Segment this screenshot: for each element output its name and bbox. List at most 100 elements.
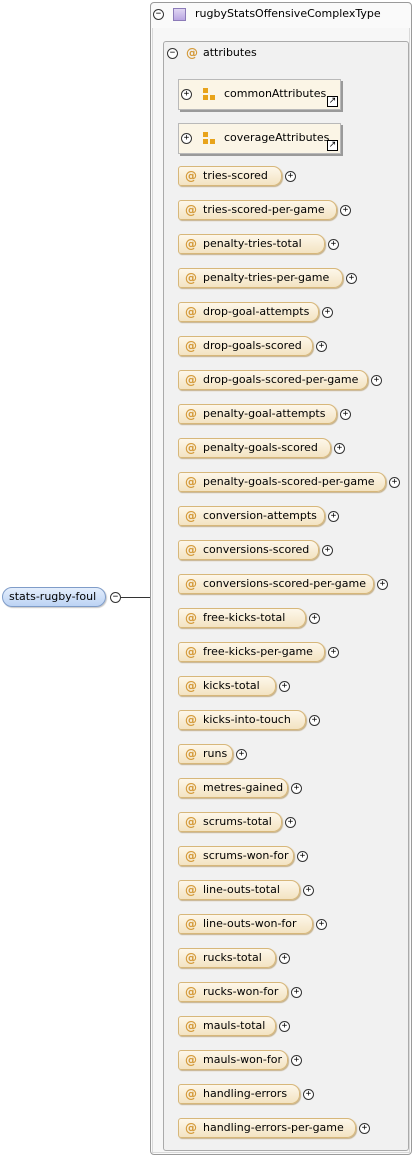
group-expand-toggle[interactable]: + bbox=[181, 133, 192, 144]
attribute-drop-goals-scored-per-game[interactable]: @drop-goals-scored-per-game bbox=[178, 370, 368, 390]
attribute-free-kicks-per-game[interactable]: @free-kicks-per-game bbox=[178, 642, 325, 662]
attribute-expand-toggle[interactable]: + bbox=[285, 171, 296, 182]
attribute-drop-goals-scored[interactable]: @drop-goals-scored bbox=[178, 336, 313, 356]
attribute-handling-errors[interactable]: @handling-errors bbox=[178, 1084, 300, 1104]
attribute-group-label: commonAttributes bbox=[224, 87, 327, 100]
attribute-at-icon: @ bbox=[185, 305, 197, 319]
attribute-rucks-won-for[interactable]: @rucks-won-for bbox=[178, 982, 288, 1002]
attribute-expand-toggle[interactable]: + bbox=[377, 579, 388, 590]
attribute-expand-toggle[interactable]: + bbox=[328, 511, 339, 522]
attribute-penalty-tries-per-game[interactable]: @penalty-tries-per-game bbox=[178, 268, 343, 288]
attribute-expand-toggle[interactable]: + bbox=[291, 1055, 302, 1066]
attribute-expand-toggle[interactable]: + bbox=[297, 851, 308, 862]
attribute-runs[interactable]: @ runs bbox=[178, 744, 233, 764]
attribute-expand-toggle[interactable]: + bbox=[303, 885, 314, 896]
attribute-label: conversions-scored-per-game bbox=[203, 577, 366, 590]
attribute-expand-toggle[interactable]: + bbox=[316, 919, 327, 930]
attribute-expand-toggle[interactable]: + bbox=[279, 681, 290, 692]
attribute-at-icon: @ bbox=[185, 475, 197, 489]
attribute-at-icon: @ bbox=[185, 611, 197, 625]
attribute-mauls-won-for[interactable]: @mauls-won-for bbox=[178, 1050, 288, 1070]
attribute-expand-toggle[interactable]: + bbox=[309, 613, 320, 624]
attribute-group-coverage-attributes[interactable]: + coverageAttributes ↗ bbox=[178, 123, 341, 154]
attribute-at-icon: @ bbox=[185, 679, 197, 693]
attribute-drop-goal-attempts[interactable]: @drop-goal-attempts bbox=[178, 302, 319, 322]
attribute-expand-toggle[interactable]: + bbox=[371, 375, 382, 386]
attribute-at-icon: @ bbox=[185, 441, 197, 455]
attribute-at-icon: @ bbox=[185, 1053, 197, 1067]
attribute-scrums-total[interactable]: @scrums-total bbox=[178, 812, 282, 832]
attribute-line-outs-won-for[interactable]: @line-outs-won-for bbox=[178, 914, 313, 934]
attribute-handling-errors-per-game[interactable]: @handling-errors-per-game bbox=[178, 1118, 356, 1138]
attribute-penalty-goals-scored-per-game[interactable]: @ penalty-goals-scored-per-game bbox=[178, 472, 386, 492]
attribute-label: kicks-total bbox=[203, 679, 260, 692]
attributes-collapse-toggle[interactable]: − bbox=[167, 48, 178, 59]
attribute-expand-toggle[interactable]: + bbox=[322, 545, 333, 556]
attribute-label: runs bbox=[203, 747, 228, 760]
attribute-at-icon: @ bbox=[186, 46, 198, 60]
attribute-tries-scored-per-game[interactable]: @tries-scored-per-game bbox=[178, 200, 337, 220]
attribute-expand-toggle[interactable]: + bbox=[279, 953, 290, 964]
attribute-kicks-total[interactable]: @ kicks-total bbox=[178, 676, 276, 696]
attribute-expand-toggle[interactable]: + bbox=[340, 205, 351, 216]
attribute-expand-toggle[interactable]: + bbox=[279, 1021, 290, 1032]
attribute-conversions-scored-per-game[interactable]: @ conversions-scored-per-game bbox=[178, 574, 374, 594]
attribute-scrums-won-for[interactable]: @scrums-won-for bbox=[178, 846, 294, 866]
attribute-conversion-attempts[interactable]: @ conversion-attempts bbox=[178, 506, 325, 526]
root-to-type-connector bbox=[121, 597, 166, 598]
attribute-expand-toggle[interactable]: + bbox=[285, 817, 296, 828]
attribute-at-icon: @ bbox=[185, 509, 197, 523]
attribute-label: penalty-goal-attempts bbox=[203, 407, 326, 420]
attribute-group-icon bbox=[203, 88, 215, 100]
attribute-line-outs-total[interactable]: @line-outs-total bbox=[178, 880, 300, 900]
attribute-label: metres-gained bbox=[203, 781, 284, 794]
attribute-expand-toggle[interactable]: + bbox=[346, 273, 357, 284]
reference-link-icon[interactable]: ↗ bbox=[327, 140, 338, 151]
reference-link-icon[interactable]: ↗ bbox=[327, 96, 338, 107]
attribute-label: penalty-tries-total bbox=[203, 237, 302, 250]
attribute-conversions-scored[interactable]: @conversions-scored bbox=[178, 540, 319, 560]
attribute-label: penalty-goals-scored-per-game bbox=[203, 475, 375, 488]
attribute-at-icon: @ bbox=[185, 849, 197, 863]
attribute-penalty-goals-scored[interactable]: @penalty-goals-scored bbox=[178, 438, 331, 458]
attribute-metres-gained[interactable]: @metres-gained bbox=[178, 778, 288, 798]
attribute-at-icon: @ bbox=[185, 713, 197, 727]
attribute-penalty-goal-attempts[interactable]: @penalty-goal-attempts bbox=[178, 404, 337, 424]
root-element-stats-rugby-foul[interactable]: stats-rugby-foul bbox=[2, 587, 106, 607]
attribute-expand-toggle[interactable]: + bbox=[340, 409, 351, 420]
attribute-label: tries-scored bbox=[203, 169, 268, 182]
complex-type-collapse-toggle[interactable]: − bbox=[153, 9, 164, 20]
attribute-kicks-into-touch[interactable]: @kicks-into-touch bbox=[178, 710, 306, 730]
attribute-expand-toggle[interactable]: + bbox=[316, 341, 327, 352]
attribute-expand-toggle[interactable]: + bbox=[328, 239, 339, 250]
attribute-expand-toggle[interactable]: + bbox=[303, 1089, 314, 1100]
attribute-expand-toggle[interactable]: + bbox=[291, 987, 302, 998]
attribute-at-icon: @ bbox=[185, 373, 197, 387]
attribute-expand-toggle[interactable]: + bbox=[328, 647, 339, 658]
attribute-free-kicks-total[interactable]: @free-kicks-total bbox=[178, 608, 306, 628]
attribute-group-common-attributes[interactable]: + commonAttributes ↗ bbox=[178, 79, 341, 110]
attribute-rucks-total[interactable]: @rucks-total bbox=[178, 948, 276, 968]
attribute-mauls-total[interactable]: @mauls-total bbox=[178, 1016, 276, 1036]
attribute-expand-toggle[interactable]: + bbox=[359, 1123, 370, 1134]
attribute-expand-toggle[interactable]: + bbox=[389, 477, 400, 488]
attribute-at-icon: @ bbox=[185, 917, 197, 931]
attribute-expand-toggle[interactable]: + bbox=[236, 749, 247, 760]
attribute-label: scrums-total bbox=[203, 815, 272, 828]
attributes-header-label: attributes bbox=[203, 46, 257, 59]
attribute-at-icon: @ bbox=[185, 577, 197, 591]
group-expand-toggle[interactable]: + bbox=[181, 89, 192, 100]
attribute-expand-toggle[interactable]: + bbox=[309, 715, 320, 726]
attribute-expand-toggle[interactable]: + bbox=[334, 443, 345, 454]
attribute-penalty-tries-total[interactable]: @penalty-tries-total bbox=[178, 234, 325, 254]
attribute-label: penalty-tries-per-game bbox=[203, 271, 330, 284]
attribute-at-icon: @ bbox=[185, 1121, 197, 1135]
attribute-label: conversion-attempts bbox=[203, 509, 317, 522]
attribute-tries-scored[interactable]: @tries-scored bbox=[178, 166, 282, 186]
root-collapse-toggle[interactable]: − bbox=[110, 592, 121, 603]
attribute-expand-toggle[interactable]: + bbox=[322, 307, 333, 318]
attribute-expand-toggle[interactable]: + bbox=[291, 783, 302, 794]
attribute-at-icon: @ bbox=[185, 645, 197, 659]
attribute-at-icon: @ bbox=[185, 747, 197, 761]
complex-type-icon bbox=[173, 8, 186, 21]
